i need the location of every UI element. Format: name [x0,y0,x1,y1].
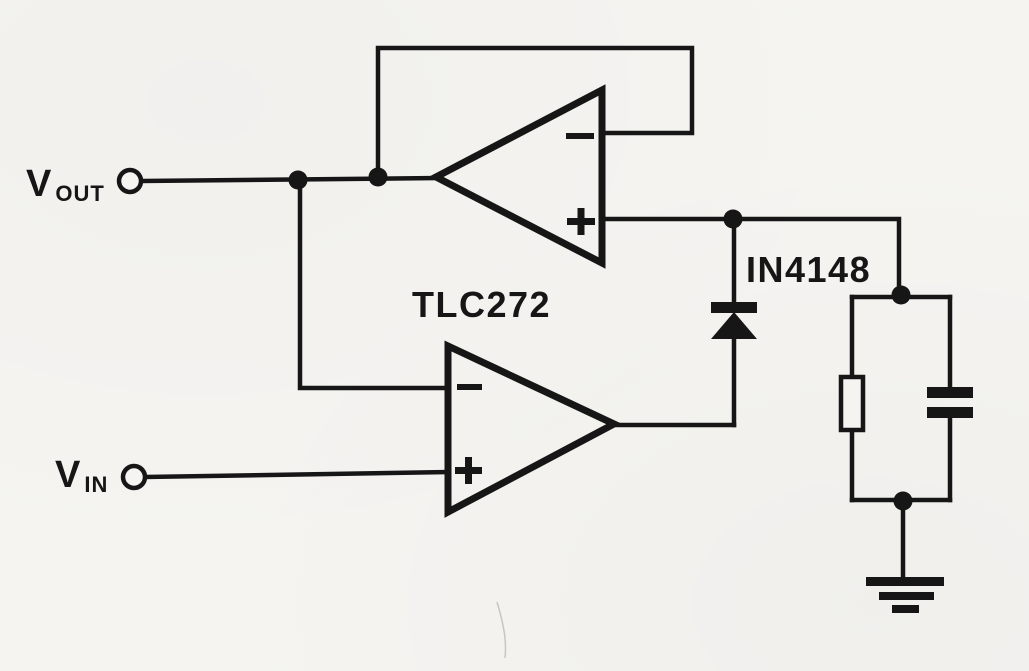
capacitor-bottom-plate [927,407,973,418]
scan-artifact-mark [496,601,507,659]
capacitor-top-plate [927,387,973,398]
opamp-2-triangle [444,340,622,518]
ground-symbol [866,577,944,613]
diode [711,302,757,339]
wire-vout-to-opamp2-inverting [297,178,451,391]
wire-opamp1-feedback [375,45,695,180]
opamp-2-noninverting-marker [455,457,482,484]
opamp-1-triangle [428,84,606,269]
diode-anode-triangle [711,312,757,339]
wire-opamp1-noninverting-to-rc [601,216,902,298]
junction-dot [368,167,388,187]
opamp-1 [428,84,606,269]
opamp-2 [444,340,622,518]
diode-cathode-bar [711,302,757,313]
vout-terminal [116,167,144,195]
opamp-1-inverting-marker [566,133,594,139]
ic-label: TLC272 [412,284,551,325]
junction-dot [893,491,913,511]
junction-dot [891,285,911,305]
opamp-2-inverting-marker [457,384,482,390]
capacitor [927,387,973,418]
junction-dot [723,209,743,229]
diode-label: IN4148 [746,249,871,290]
vin-terminal [120,463,148,491]
opamp-1-noninverting-marker [567,208,595,235]
wire-vin-line [143,469,451,480]
resistor-body [838,374,866,433]
junction-dot [288,170,308,190]
